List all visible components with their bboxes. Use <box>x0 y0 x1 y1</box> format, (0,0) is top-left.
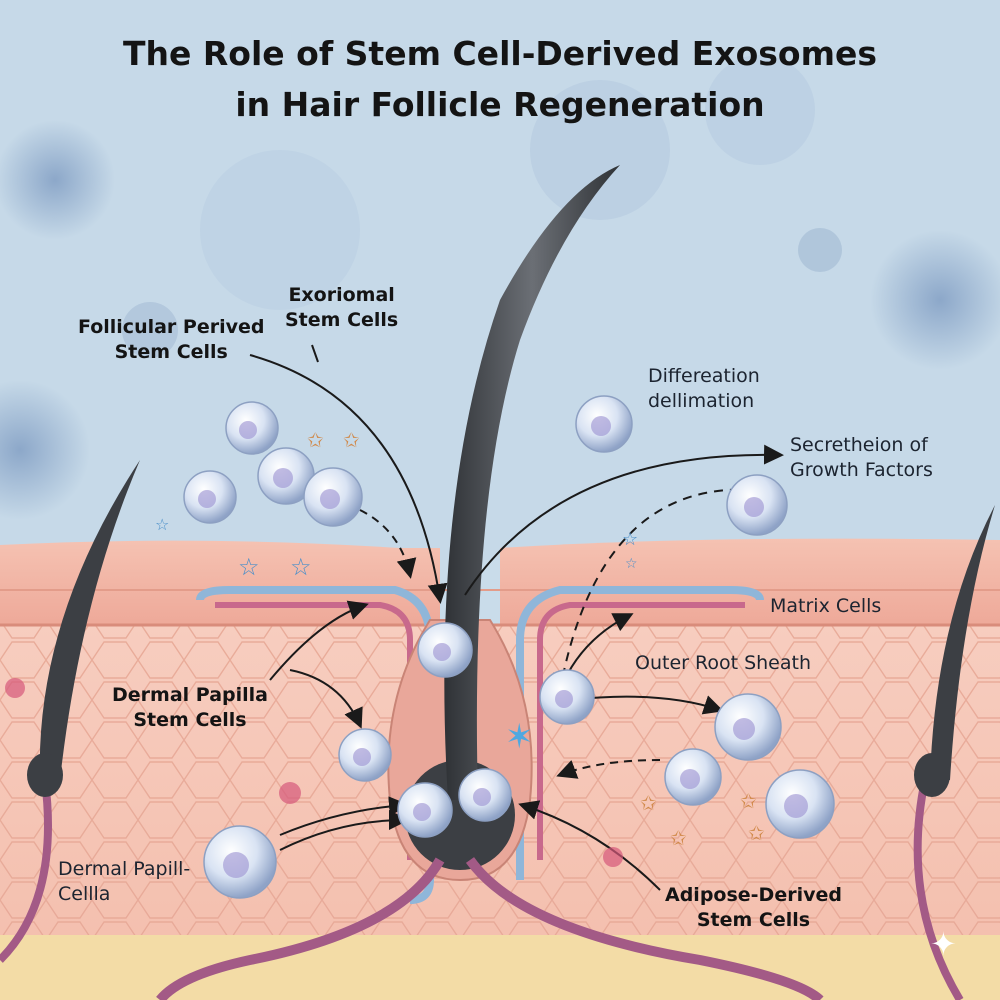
exosome-icon <box>664 748 722 806</box>
label-differeation: Differeation dellimation <box>648 365 760 412</box>
star-icon: ✩ <box>748 821 765 845</box>
background-cell-blur <box>0 120 115 240</box>
star-icon: ☆ <box>290 553 312 581</box>
title-line-1: The Role of Stem Cell-Derived Exosomes <box>123 34 877 73</box>
hair-shaft <box>444 165 620 800</box>
exosome-icon <box>726 474 788 536</box>
star-icon: ☆ <box>625 556 638 572</box>
exosome-icon <box>225 401 279 455</box>
hair-icon <box>39 460 140 780</box>
epidermis-right <box>500 538 1000 625</box>
blood-vessel-icon <box>465 857 824 1000</box>
fat-layer <box>0 930 1000 1000</box>
exosome-icon <box>539 669 595 725</box>
exosome-cluster <box>183 395 835 899</box>
exosome-icon <box>203 825 277 899</box>
exosome-icon <box>257 447 315 505</box>
background-cell-blur <box>870 230 1000 370</box>
star-icon: ✩ <box>640 791 657 815</box>
exosome-icon <box>765 769 835 839</box>
label-adipose-derived-stem-cells: Adipose-Derived Stem Cells <box>665 884 842 931</box>
exosome-icon <box>458 768 512 822</box>
background-cell-blur <box>0 380 90 520</box>
exosome-icon <box>183 470 237 524</box>
star-icon: ✩ <box>343 428 360 452</box>
label-dermal-papilla-stem-cells: Dermal Papilla Stem Cells <box>112 684 268 731</box>
exosome-icon <box>397 782 453 838</box>
page-title: The Role of Stem Cell-Derived Exosomes i… <box>0 28 1000 130</box>
label-follicular-stem-cells: Follicular Perived Stem Cells <box>78 316 265 363</box>
star-icon: ☆ <box>622 529 638 550</box>
label-secretion-growth-factors: Secretheion of Growth Factors <box>790 434 933 481</box>
exosome-icon <box>338 728 392 782</box>
star-icon: ☆ <box>238 553 260 581</box>
label-exorional-stem-cells: Exoriomal Stem Cells <box>285 284 399 331</box>
exosome-icon <box>575 395 633 453</box>
label-matrix-cells: Matrix Cells <box>770 595 882 617</box>
hair-icon <box>930 505 995 780</box>
label-outer-root-sheath: Outer Root Sheath <box>635 652 812 674</box>
exosome-icon <box>303 467 363 527</box>
label-dermal-papill-cella: Dermal Papill- Cellla <box>58 858 191 905</box>
title-line-2: in Hair Follicle Regeneration <box>235 85 765 125</box>
sparkle-icon: ✦ <box>930 925 957 963</box>
star-icon: ✩ <box>740 789 757 813</box>
exosome-icon <box>714 693 782 761</box>
star-icon: ✩ <box>307 428 324 452</box>
exosome-icon <box>417 622 473 678</box>
blood-vessel-icon <box>156 857 445 1000</box>
star-icon: ✶ <box>505 717 534 757</box>
star-icon: ✩ <box>670 826 687 850</box>
star-icon: ☆ <box>155 515 169 534</box>
